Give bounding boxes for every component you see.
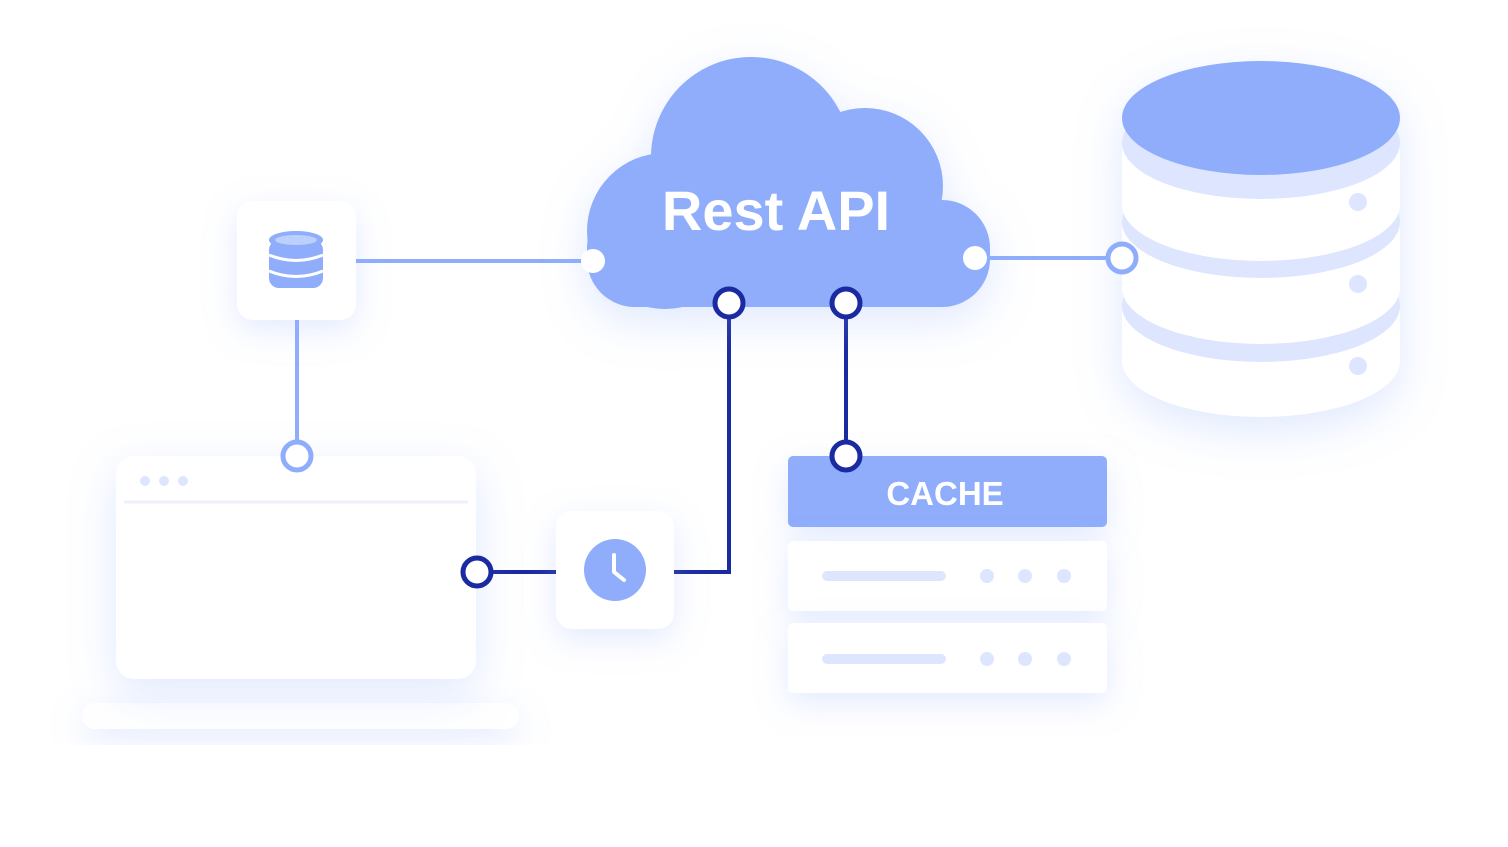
clock-icon (584, 539, 646, 601)
cloud-port-bottom-left (712, 286, 746, 320)
cache-row (788, 623, 1107, 693)
server-led (1349, 275, 1367, 293)
server-top-cap (1122, 61, 1400, 175)
cache-row (788, 541, 1107, 611)
server-port-left (1105, 241, 1139, 275)
window-dot (178, 476, 188, 486)
laptop (82, 456, 519, 729)
laptop-port-top (280, 439, 314, 473)
connector-cloud-clock (674, 303, 731, 574)
database-tile (237, 201, 356, 320)
clock-tile (556, 511, 674, 629)
browser-window (116, 456, 476, 679)
window-dot (140, 476, 150, 486)
cloud-port-right (963, 246, 987, 270)
rest-api-cloud (587, 57, 990, 309)
window-dot (159, 476, 169, 486)
cache-header (788, 456, 1107, 527)
laptop-base (82, 703, 519, 729)
database-icon (268, 231, 324, 288)
cloud-port-bottom-right (829, 286, 863, 320)
server-led (1349, 357, 1367, 375)
connectors-light (295, 256, 1122, 456)
database-server (1122, 61, 1400, 417)
cloud-port-left (581, 249, 605, 273)
cache-stack: CACHE (788, 456, 1107, 693)
server-led (1349, 193, 1367, 211)
cache-label: CACHE (886, 475, 1003, 512)
cloud-label: Rest API (662, 179, 890, 242)
laptop-port-right (460, 555, 494, 589)
cache-port-top (829, 439, 863, 473)
